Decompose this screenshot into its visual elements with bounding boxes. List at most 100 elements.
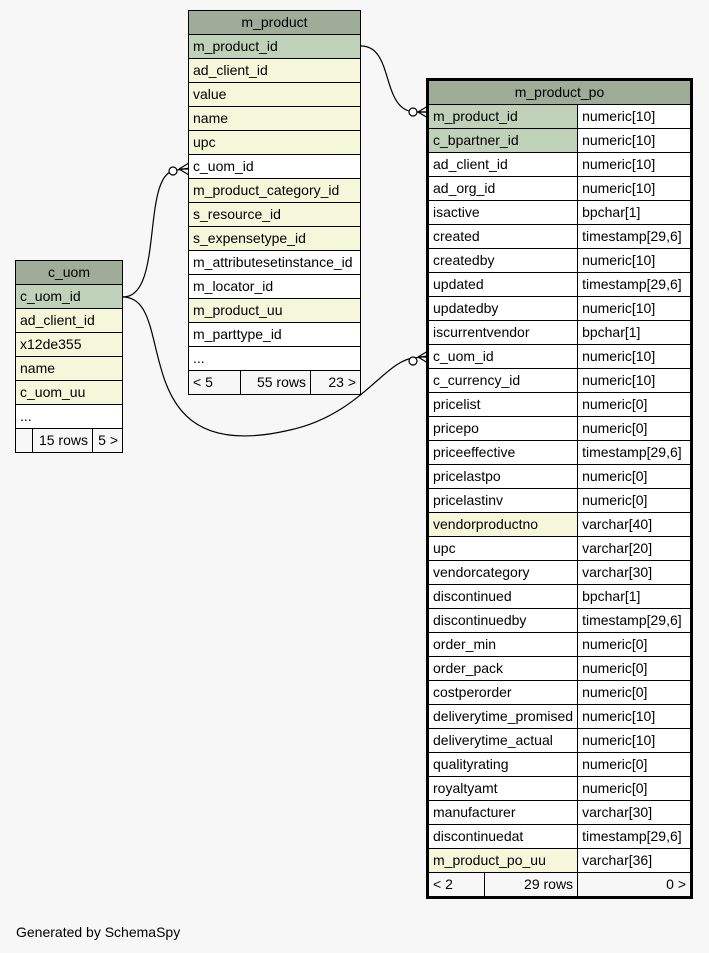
table-header[interactable]: c_uom [15, 260, 123, 285]
column-name: pricelastinv [426, 488, 579, 513]
column-name: c_uom_uu [15, 380, 123, 405]
column-name: costperorder [426, 680, 579, 705]
column-row[interactable]: ... [15, 404, 123, 429]
column-name: x12de355 [15, 332, 123, 357]
column-row[interactable]: c_uom_id [15, 284, 123, 309]
table-header[interactable]: m_product_po [427, 79, 692, 105]
column-name: created [426, 224, 579, 249]
column-name: ad_org_id [426, 176, 579, 201]
column-type: numeric[10] [577, 704, 692, 729]
column-row[interactable]: m_attributesetinstance_id [188, 250, 361, 275]
column-row[interactable]: s_resource_id [188, 202, 361, 227]
column-name: discontinued [426, 584, 579, 609]
column-row[interactable]: m_parttype_id [188, 322, 361, 347]
column-name: m_parttype_id [188, 322, 361, 347]
column-row[interactable]: ad_client_id [188, 58, 361, 83]
children-count[interactable]: 0 > [577, 872, 692, 898]
row-count: 15 rows [32, 428, 93, 453]
column-type: numeric[0] [577, 776, 692, 801]
column-name: m_product_category_id [188, 178, 361, 203]
column-name: pricelist [426, 392, 579, 417]
parents-count[interactable] [15, 428, 33, 453]
column-row[interactable]: ... [188, 346, 361, 371]
generated-by-note: Generated by SchemaSpy [16, 924, 181, 940]
column-name: qualityrating [426, 752, 579, 777]
children-count[interactable]: 23 > [310, 370, 361, 395]
column-type: numeric[10] [577, 368, 692, 393]
column-name: vendorcategory [426, 560, 579, 585]
parents-count[interactable]: < 5 [188, 370, 241, 395]
column-name: s_resource_id [188, 202, 361, 227]
column-row[interactable]: x12de355 [15, 332, 123, 357]
column-type: varchar[40] [577, 512, 692, 537]
edge-end-circle [408, 107, 418, 117]
column-name: updated [426, 272, 579, 297]
column-name: ad_client_id [426, 152, 579, 177]
column-row[interactable]: upc [188, 130, 361, 155]
column-type: bpchar[1] [577, 200, 692, 225]
column-row[interactable]: name [15, 356, 123, 381]
column-type: numeric[10] [577, 128, 692, 153]
column-type: numeric[10] [577, 344, 692, 369]
column-row[interactable]: m_product_category_id [188, 178, 361, 203]
edge-c_uom-to-m_product [122, 167, 191, 298]
column-name: name [188, 106, 361, 131]
column-name: createdby [426, 248, 579, 273]
parents-count[interactable]: < 2 [426, 872, 486, 898]
column-row[interactable]: m_product_uu [188, 298, 361, 323]
column-row[interactable]: c_uom_uu [15, 380, 123, 405]
column-row[interactable]: name [188, 106, 361, 131]
column-name: ad_client_id [15, 308, 123, 333]
table-header[interactable]: m_product [188, 10, 361, 35]
column-name: c_uom_id [188, 154, 361, 179]
column-row[interactable]: s_expensetype_id [188, 226, 361, 251]
column-name: deliverytime_promised [426, 704, 579, 729]
column-row[interactable]: m_product_id [188, 34, 361, 59]
column-row[interactable]: ad_client_id [15, 308, 123, 333]
column-name: manufacturer [426, 800, 579, 825]
column-row[interactable]: value [188, 82, 361, 107]
row-count: 55 rows [240, 370, 311, 395]
column-row[interactable]: c_uom_id [188, 154, 361, 179]
children-count[interactable]: 5 > [92, 428, 123, 453]
column-type: numeric[10] [577, 728, 692, 753]
column-type: bpchar[1] [577, 320, 692, 345]
column-row[interactable]: m_locator_id [188, 274, 361, 299]
